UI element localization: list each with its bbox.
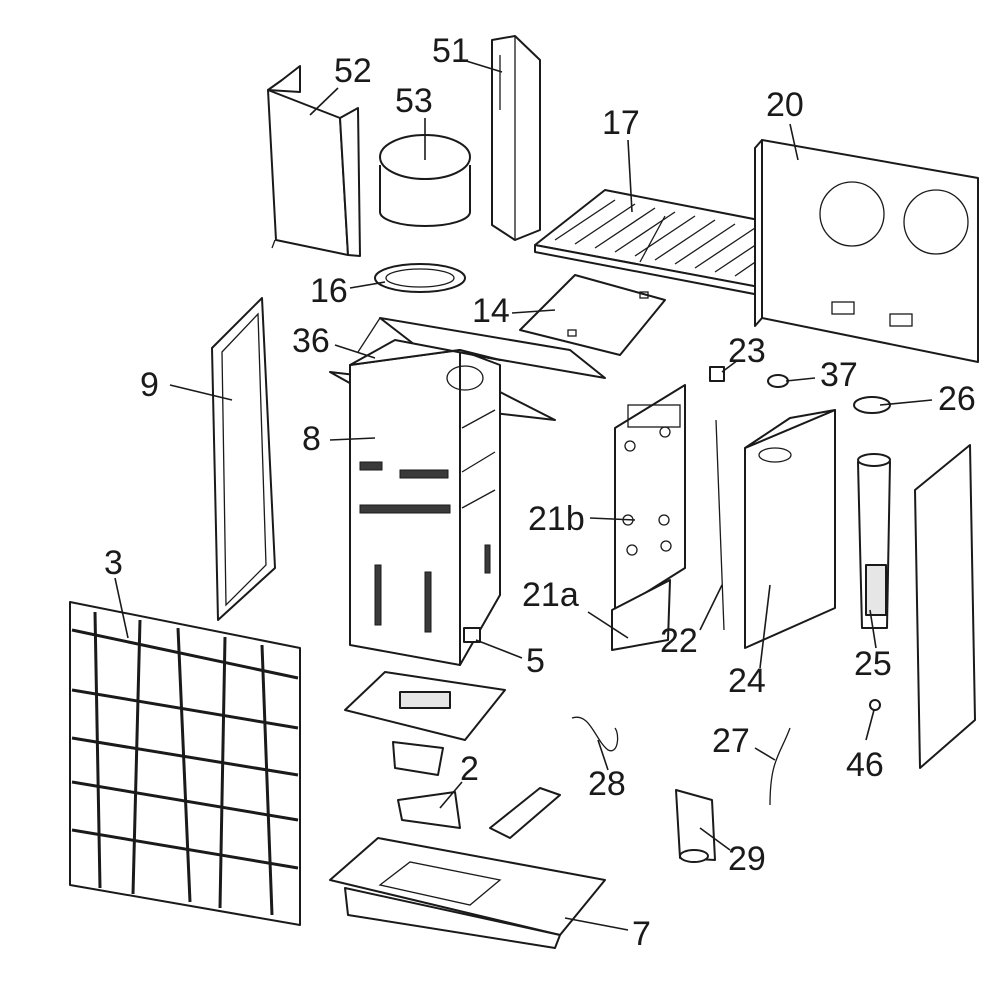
part-9-side-frame xyxy=(211,297,276,621)
grille-bars xyxy=(71,611,299,916)
leader-52 xyxy=(309,87,339,116)
callout-3: 3 xyxy=(104,544,123,582)
leader-26 xyxy=(879,399,933,406)
part-17-grate xyxy=(534,189,811,299)
part-7-tray xyxy=(329,837,606,949)
leader-46 xyxy=(865,709,875,741)
leader-51 xyxy=(462,59,503,73)
part-27-cable xyxy=(769,727,791,806)
part-29-pump xyxy=(675,789,716,863)
leader-21a xyxy=(587,611,629,639)
leader-lines xyxy=(114,59,933,931)
part-46-plug xyxy=(869,699,881,711)
callout-7: 7 xyxy=(632,915,651,953)
leader-2 xyxy=(439,781,463,809)
leader-28 xyxy=(597,739,609,771)
part-37-nut xyxy=(767,374,789,388)
part-5-connector xyxy=(463,627,481,643)
callout-17: 17 xyxy=(602,104,640,142)
part-22-rod xyxy=(715,419,725,631)
leader-29 xyxy=(699,827,731,851)
callout-9: 9 xyxy=(140,366,159,404)
callout-25: 25 xyxy=(854,645,892,683)
leader-20 xyxy=(789,123,799,161)
callout-24: 24 xyxy=(728,662,766,700)
callout-51: 51 xyxy=(432,32,470,70)
leader-21b xyxy=(589,517,636,521)
part-24-tank xyxy=(744,409,836,649)
leader-23 xyxy=(721,359,739,373)
callout-5: 5 xyxy=(526,642,545,680)
part-28-pipe xyxy=(571,716,619,752)
callout-27: 27 xyxy=(712,722,750,760)
callout-8: 8 xyxy=(302,420,321,458)
leader-25 xyxy=(869,609,877,649)
part-21a-plate xyxy=(611,579,671,651)
part-51-duct-panel xyxy=(491,35,541,241)
leader-27 xyxy=(754,747,776,761)
part-14-plate xyxy=(519,274,666,356)
leader-24 xyxy=(759,584,771,669)
leader-36 xyxy=(334,344,376,359)
part-52-duct-panel xyxy=(267,65,361,257)
leader-14 xyxy=(511,309,556,314)
leader-9 xyxy=(169,384,233,401)
lower-bracket xyxy=(392,741,444,776)
callout-53: 53 xyxy=(395,82,433,120)
leader-7 xyxy=(564,917,629,931)
part-3-front-grille xyxy=(69,601,301,926)
callout-23: 23 xyxy=(728,332,766,370)
callout-36: 36 xyxy=(292,322,330,360)
part-bracket-small xyxy=(489,787,561,839)
leader-3 xyxy=(114,577,129,639)
callout-16: 16 xyxy=(310,272,348,310)
callout-21a: 21a xyxy=(522,576,579,614)
callout-14: 14 xyxy=(472,292,510,330)
part-8-main-body xyxy=(349,339,501,666)
leader-5 xyxy=(475,639,523,659)
part-23-fitting xyxy=(709,366,725,382)
callout-28: 28 xyxy=(588,765,626,803)
part-25-tube xyxy=(857,453,891,629)
callout-37: 37 xyxy=(820,356,858,394)
callout-26: 26 xyxy=(938,380,976,418)
callout-2: 2 xyxy=(460,750,479,788)
part-26-cap xyxy=(853,396,891,414)
callout-20: 20 xyxy=(766,86,804,124)
part-16-ring xyxy=(374,263,466,293)
callout-52: 52 xyxy=(334,52,372,90)
leader-16 xyxy=(349,281,386,289)
callout-22: 22 xyxy=(660,622,698,660)
right-side-panel xyxy=(914,444,976,769)
leader-37 xyxy=(785,377,816,382)
callout-21b: 21b xyxy=(528,500,585,538)
callout-labels: 52 51 53 17 20 16 14 36 9 23 37 26 8 21b… xyxy=(104,32,976,953)
part-21b-panel xyxy=(614,384,686,613)
leader-8 xyxy=(329,437,376,441)
callout-46: 46 xyxy=(846,746,884,784)
part-2-channel xyxy=(397,791,461,829)
part-20-back-panel xyxy=(754,139,979,363)
leader-22 xyxy=(699,584,723,631)
callout-29: 29 xyxy=(728,840,766,878)
base-plate xyxy=(344,671,506,741)
leader-17 xyxy=(627,139,633,213)
